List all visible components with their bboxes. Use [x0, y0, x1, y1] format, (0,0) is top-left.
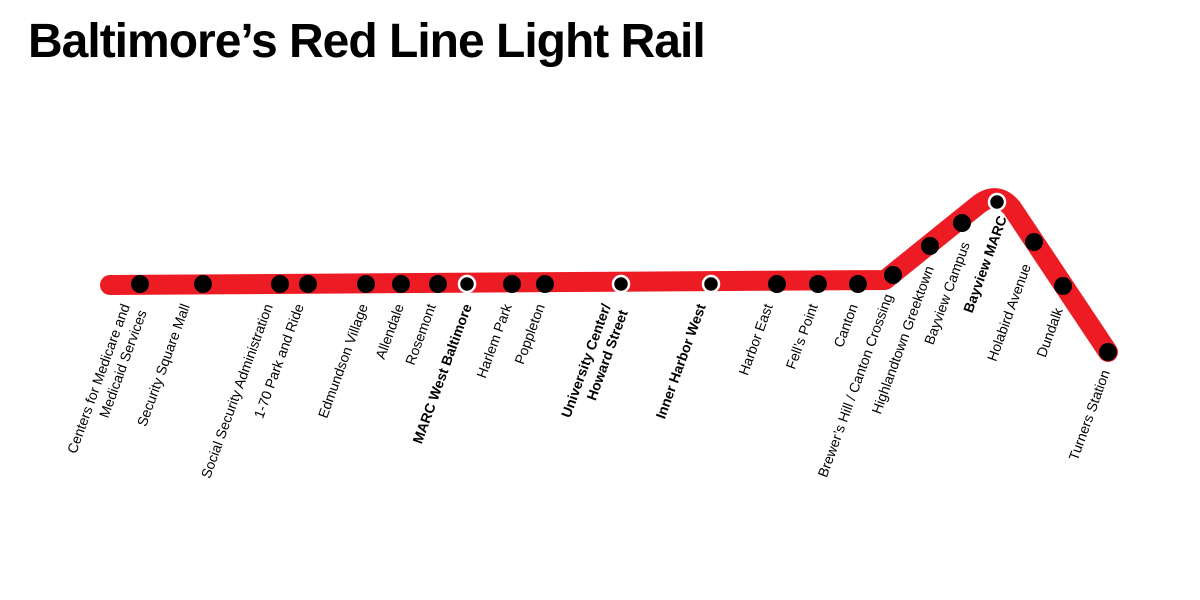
station-marker: [1025, 233, 1043, 251]
station-marker: [299, 275, 317, 293]
station-marker: [809, 275, 827, 293]
station-label-line: Turners Station: [1065, 368, 1113, 463]
station-label-line: Harlem Park: [473, 301, 515, 381]
station-marker: [131, 275, 149, 293]
station-marker: [357, 275, 375, 293]
station-marker: [1054, 277, 1072, 295]
station-label-line: Rosemont: [402, 301, 439, 367]
station-label-line: Canton: [830, 302, 860, 350]
page-title: Baltimore’s Red Line Light Rail: [28, 15, 706, 68]
station-label: Edmundson Village: [315, 301, 371, 420]
station-marker: [271, 275, 289, 293]
station-label-line: Edmundson Village: [315, 301, 371, 420]
station-group: [131, 192, 1117, 361]
station-marker: [392, 275, 410, 293]
station-label-line: Harbor East: [735, 301, 776, 377]
station-marker: [457, 274, 477, 294]
station-label-line: Poppleton: [511, 302, 548, 367]
station-marker: [194, 275, 212, 293]
station-label: Dundalk: [1033, 305, 1066, 360]
station-label-line: Fell’s Point: [782, 301, 820, 371]
station-label: Inner Harbor West: [652, 301, 709, 421]
station-marker: [987, 192, 1007, 212]
station-label-line: Allendale: [372, 301, 407, 361]
station-marker: [1099, 343, 1117, 361]
station-marker: [921, 237, 939, 255]
station-label: Allendale: [372, 301, 407, 361]
station-marker: [953, 214, 971, 232]
station-label: Poppleton: [511, 302, 548, 367]
station-label: University Center/Howard Street: [558, 301, 631, 426]
station-marker: [611, 274, 631, 294]
station-label-line: Dundalk: [1033, 305, 1066, 360]
station-label-line: Holabird Avenue: [984, 261, 1034, 363]
station-label: Holabird Avenue: [984, 261, 1034, 363]
station-label: Centers for Medicare andMedicaid Service…: [64, 302, 150, 462]
station-marker: [503, 275, 521, 293]
station-marker: [768, 275, 786, 293]
station-label: Fell’s Point: [782, 301, 820, 371]
station-label: Canton: [830, 302, 860, 350]
station-label: Harbor East: [735, 301, 776, 377]
station-label: Rosemont: [402, 301, 439, 367]
station-label: Harlem Park: [473, 301, 515, 381]
station-marker: [429, 275, 447, 293]
station-marker: [884, 266, 902, 284]
station-label-line: Inner Harbor West: [652, 301, 709, 421]
station-marker: [849, 275, 867, 293]
station-marker: [536, 275, 554, 293]
station-label: Turners Station: [1065, 368, 1113, 463]
station-marker: [701, 274, 721, 294]
station-label-group: Centers for Medicare andMedicaid Service…: [64, 214, 1113, 481]
